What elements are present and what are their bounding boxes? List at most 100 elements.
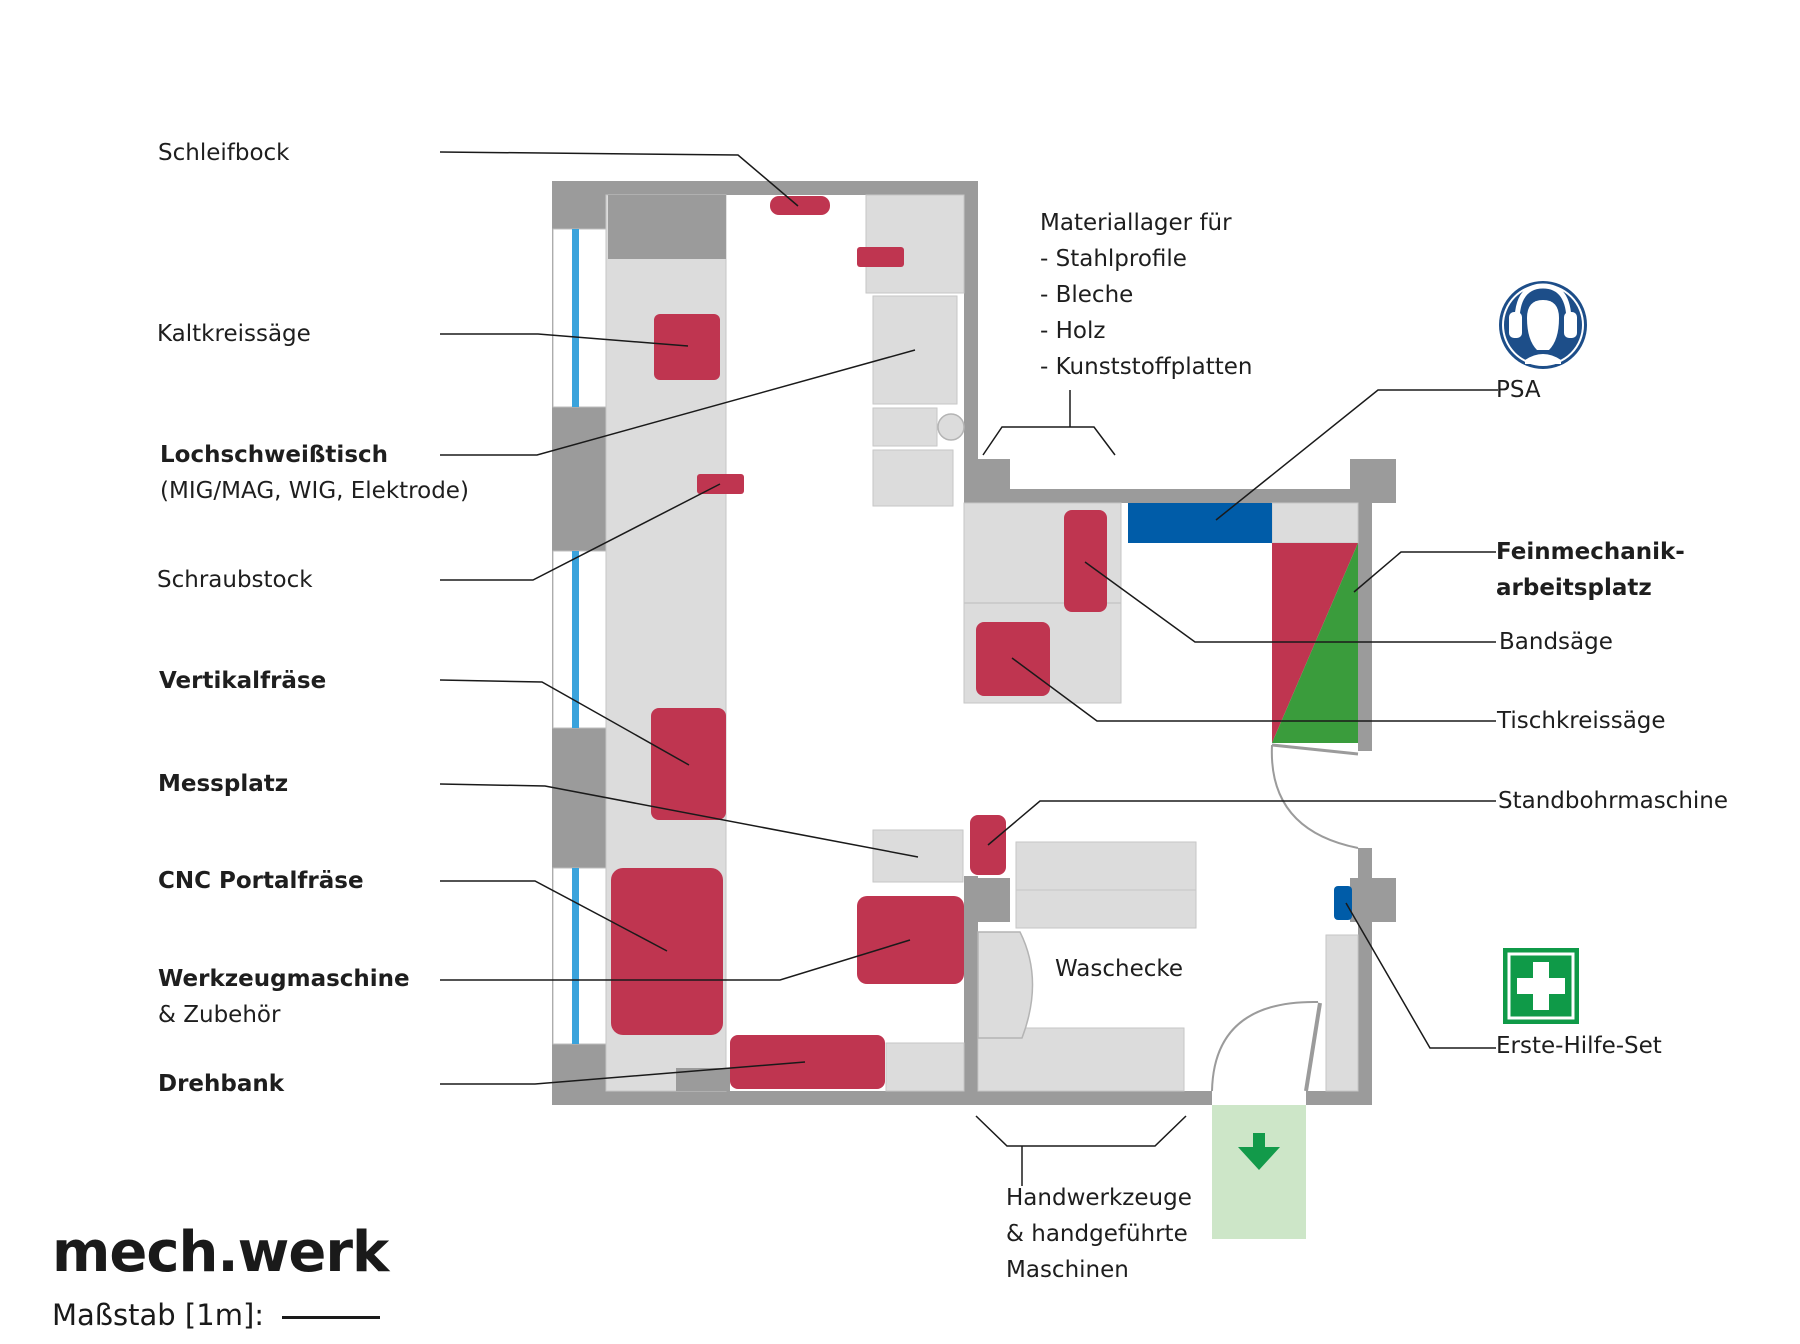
counter-top-2 xyxy=(1015,889,1197,929)
label-schraubstock: Schraubstock xyxy=(157,567,313,593)
window-3-glass xyxy=(572,868,579,1044)
door-swing-right xyxy=(1270,744,1359,849)
brackets xyxy=(975,390,1187,1186)
materiallager-item: - Bleche xyxy=(1040,282,1134,308)
exit-area xyxy=(1212,1105,1306,1239)
scale-bar xyxy=(282,1316,380,1319)
leader-tischkreissaege xyxy=(1011,657,1496,722)
machine-bandsaege xyxy=(1064,510,1107,612)
label-tischkreissaege: Tischkreissäge xyxy=(1497,708,1666,734)
fine-work-shelf xyxy=(1271,502,1359,544)
materiallager-item: - Stahlprofile xyxy=(1040,246,1187,272)
pillar-mid-bottom xyxy=(964,878,1010,922)
leader-schleifbock xyxy=(439,151,799,207)
label-erste-hilfe: Erste-Hilfe-Set xyxy=(1496,1033,1662,1059)
machine-cnc-portalfraese xyxy=(611,868,723,1035)
pillar-left-2 xyxy=(552,728,606,868)
door-swing-exit xyxy=(1211,1000,1319,1092)
measuring-table xyxy=(872,829,964,883)
first-aid-cross-icon xyxy=(1503,948,1579,1024)
lathe-side-table xyxy=(885,1042,965,1092)
leader-lochschweisstisch xyxy=(440,349,916,456)
wall-top xyxy=(552,181,978,195)
label-werkzeugmaschine-title: Werkzeugmaschine xyxy=(158,966,410,992)
doors xyxy=(1211,743,1359,1092)
leader-schraubstock xyxy=(440,483,721,581)
psa-cabinet xyxy=(1128,503,1272,543)
label-bandsaege: Bandsäge xyxy=(1499,629,1613,655)
lathe-base xyxy=(676,1068,730,1091)
label-feinmechanik-line1: Feinmechanik- xyxy=(1496,539,1685,565)
leader-bandsaege xyxy=(1084,561,1496,643)
leader-drehbank xyxy=(440,1061,806,1085)
material-shelf-4 xyxy=(872,449,954,507)
pillar-right-bottom xyxy=(1350,878,1396,922)
machine-drehbank xyxy=(730,1035,885,1089)
emergency-exit-arrow-icon xyxy=(1238,1133,1280,1170)
scale-label: Maßstab [1m]: xyxy=(52,1298,265,1332)
label-messplatz: Messplatz xyxy=(158,771,289,797)
windows xyxy=(552,228,607,1045)
first-aid-box xyxy=(1334,886,1352,920)
counter-top-1 xyxy=(1015,841,1197,891)
label-feinmechanik-line2: arbeitsplatz xyxy=(1496,575,1652,601)
label-werkzeugmaschine-sub: & Zubehör xyxy=(158,1002,281,1028)
leader-erste-hilfe xyxy=(1345,902,1496,1049)
hand-tools-cabinet xyxy=(1325,934,1359,1092)
label-kaltkreissaege: Kaltkreissäge xyxy=(157,321,311,347)
label-vertikalfraese: Vertikalfräse xyxy=(159,668,327,694)
label-standbohrmaschine: Standbohrmaschine xyxy=(1498,788,1729,814)
walls xyxy=(552,181,1396,1105)
door-leaf-right xyxy=(1271,743,1359,756)
window-2 xyxy=(552,550,607,729)
machine-top-small xyxy=(857,247,904,267)
materiallager-item: - Kunststoffplatten xyxy=(1040,354,1253,380)
pillar-left-1 xyxy=(552,407,606,551)
pillar-bottom-left xyxy=(552,1044,606,1105)
fine-work-green-area xyxy=(1272,543,1358,743)
fine-mechanics-workstation xyxy=(1272,543,1358,743)
leader-messplatz xyxy=(439,783,919,858)
leader-standbohrmaschine xyxy=(987,800,1496,846)
materiallager-item: - Holz xyxy=(1040,318,1106,344)
label-werkzeugmaschine: Werkzeugmaschine & Zubehör xyxy=(158,961,410,1033)
wall-inner-vertical-bottom xyxy=(964,876,978,1091)
round-stool xyxy=(937,413,965,441)
pillar-mid-top xyxy=(964,459,1010,503)
material-shelf-1 xyxy=(865,194,965,294)
label-materiallager: Materiallager für - Stahlprofile - Blech… xyxy=(1040,205,1252,385)
bracket-handwerkzeuge xyxy=(975,1115,1187,1147)
label-feinmechanik: Feinmechanik- arbeitsplatz xyxy=(1496,534,1685,606)
leader-vertikalfraese xyxy=(439,679,690,766)
machine-schraubstock xyxy=(697,474,744,494)
machines xyxy=(611,196,1107,1089)
leader-feinmechanik xyxy=(1353,551,1496,593)
label-handwerkzeuge: Handwerkzeuge & handgeführte Maschinen xyxy=(1006,1180,1192,1288)
door-leaf-exit xyxy=(1304,1002,1322,1092)
label-schleifbock: Schleifbock xyxy=(158,140,290,166)
pillar-top-left xyxy=(552,181,606,229)
leader-lines xyxy=(439,151,1498,1085)
window-2-glass xyxy=(572,551,579,728)
label-lochschweisstisch-sub: (MIG/MAG, WIG, Elektrode) xyxy=(160,478,469,504)
wall-inner-vertical-top xyxy=(964,181,978,503)
brand-logo: mech.werk xyxy=(52,1220,389,1285)
leader-psa xyxy=(1215,389,1498,521)
leader-cnc xyxy=(440,880,668,952)
window-1 xyxy=(552,228,607,408)
emergency-exit xyxy=(1212,1105,1306,1239)
label-handwerkzeuge-line3: Maschinen xyxy=(1006,1257,1129,1283)
leader-kaltkreissaege xyxy=(440,333,689,347)
label-drehbank: Drehbank xyxy=(158,1071,285,1097)
wall-bottom-right xyxy=(1306,1091,1372,1105)
workbench-left-head xyxy=(608,195,726,259)
bracket-materiallager xyxy=(982,426,1116,456)
wash-basin xyxy=(977,931,1034,1039)
material-shelf-3 xyxy=(872,407,938,447)
wall-right-upper xyxy=(1358,489,1372,751)
label-lochschweisstisch: Lochschweißtisch (MIG/MAG, WIG, Elektrod… xyxy=(160,437,469,509)
label-handwerkzeuge-line1: Handwerkzeuge xyxy=(1006,1185,1192,1211)
wall-inner-horizontal xyxy=(964,489,1358,503)
label-waschecke: Waschecke xyxy=(1055,956,1184,982)
